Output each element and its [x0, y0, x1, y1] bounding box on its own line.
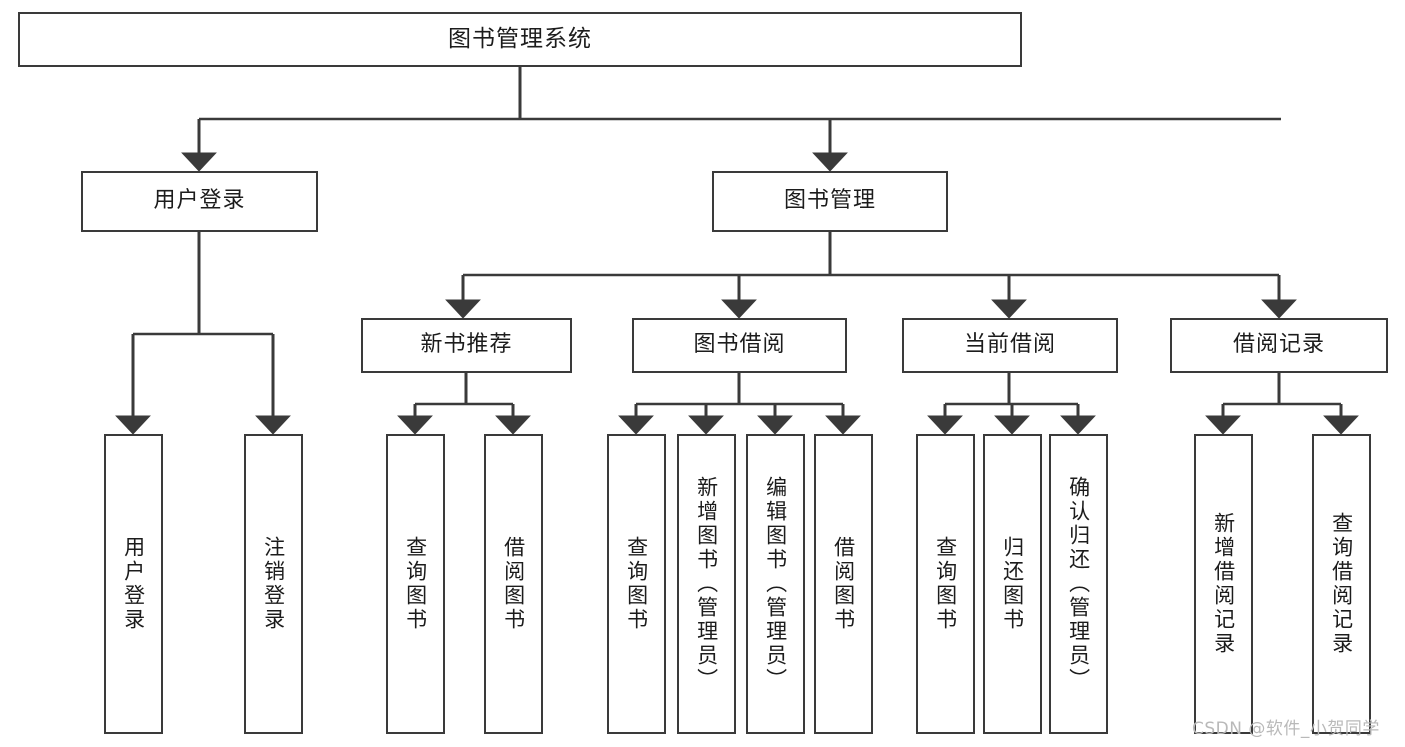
node-current-borrow-label: 当前借阅	[963, 332, 1056, 358]
csdn-watermark: CSDN @软件_小贺同学	[1192, 714, 1380, 739]
leaf-query-book-recommend-label: 查询图书	[403, 536, 428, 632]
leaf-query-book-current[interactable]: 查询图书	[916, 434, 975, 734]
leaf-return-book-label: 归还图书	[1000, 536, 1025, 632]
leaf-edit-book-admin-label: 编辑图书（管理员）	[763, 476, 788, 692]
node-book-manage[interactable]: 图书管理	[712, 171, 948, 232]
leaf-borrow-book[interactable]: 借阅图书	[814, 434, 873, 734]
leaf-add-borrow-record[interactable]: 新增借阅记录	[1194, 434, 1253, 734]
leaf-return-book[interactable]: 归还图书	[983, 434, 1042, 734]
leaf-confirm-return-admin[interactable]: 确认归还（管理员）	[1049, 434, 1108, 734]
leaf-query-borrow-record-label: 查询借阅记录	[1329, 512, 1354, 656]
leaf-logout-login[interactable]: 注销登录	[244, 434, 303, 734]
node-book-manage-label: 图书管理	[783, 188, 876, 214]
node-current-borrow[interactable]: 当前借阅	[902, 318, 1118, 373]
leaf-logout-login-label: 注销登录	[261, 536, 286, 632]
leaf-query-book-borrow-label: 查询图书	[624, 536, 649, 632]
leaf-borrow-book-recommend-label: 借阅图书	[501, 536, 526, 632]
node-root-label: 图书管理系统	[448, 25, 592, 52]
node-borrow-record[interactable]: 借阅记录	[1170, 318, 1388, 373]
node-new-book-recommend[interactable]: 新书推荐	[361, 318, 572, 373]
leaf-user-login-label: 用户登录	[121, 536, 146, 632]
node-user-login[interactable]: 用户登录	[81, 171, 318, 232]
leaf-query-borrow-record[interactable]: 查询借阅记录	[1312, 434, 1371, 734]
node-book-borrow[interactable]: 图书借阅	[632, 318, 847, 373]
leaf-query-book-borrow[interactable]: 查询图书	[607, 434, 666, 734]
leaf-borrow-book-recommend[interactable]: 借阅图书	[484, 434, 543, 734]
node-user-login-label: 用户登录	[153, 188, 246, 214]
node-root[interactable]: 图书管理系统	[18, 12, 1022, 67]
node-borrow-record-label: 借阅记录	[1232, 332, 1325, 358]
leaf-add-book-admin[interactable]: 新增图书（管理员）	[677, 434, 736, 734]
node-new-book-recommend-label: 新书推荐	[420, 332, 513, 358]
leaf-confirm-return-admin-label: 确认归还（管理员）	[1066, 476, 1091, 692]
node-book-borrow-label: 图书借阅	[693, 332, 786, 358]
leaf-query-book-recommend[interactable]: 查询图书	[386, 434, 445, 734]
csdn-watermark-text: CSDN @软件_小贺同学	[1192, 719, 1380, 739]
leaf-borrow-book-label: 借阅图书	[831, 536, 856, 632]
leaf-user-login[interactable]: 用户登录	[104, 434, 163, 734]
leaf-add-borrow-record-label: 新增借阅记录	[1211, 512, 1236, 656]
leaf-edit-book-admin[interactable]: 编辑图书（管理员）	[746, 434, 805, 734]
leaf-query-book-current-label: 查询图书	[933, 536, 958, 632]
leaf-add-book-admin-label: 新增图书（管理员）	[694, 476, 719, 692]
